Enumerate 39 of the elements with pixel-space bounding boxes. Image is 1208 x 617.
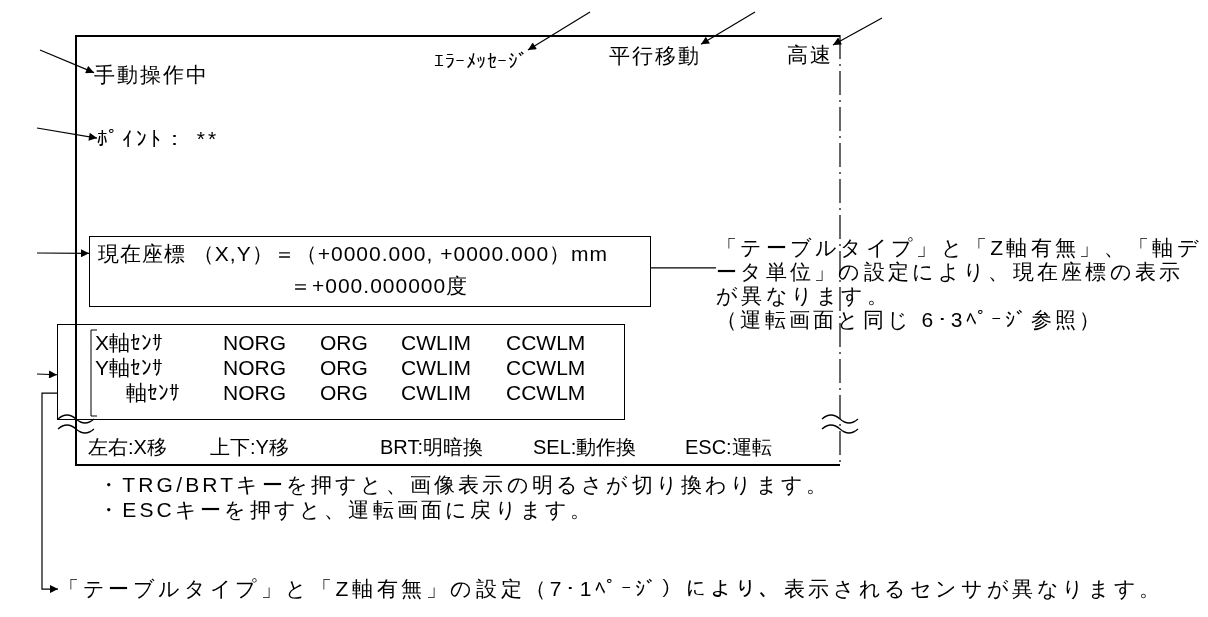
arrow: [36, 370, 58, 379]
sensor-name: 軸ｾﾝｻ: [126, 381, 180, 406]
status-text: 手動操作中: [94, 63, 209, 88]
sensor-status: NORG: [223, 356, 286, 381]
arrow: [39, 49, 95, 74]
coordinate-panel: [89, 236, 651, 307]
screen-text: ｴﾗｰﾒｯｾｰｼﾞ: [434, 50, 528, 73]
note-text: ・TRG/BRTキーを押すと、画像表示の明るさが切り換わります。: [98, 473, 831, 498]
arrow: [832, 17, 883, 46]
note-text: 「テーブルタイプ」と「Z軸有無」、「軸データ単位」の設定により、現在座標の表示が異なります。: [716, 236, 1203, 309]
sensor-panel: [57, 324, 625, 420]
sensor-status: CWLIM: [401, 381, 471, 406]
sensor-name: Y軸ｾﾝｻ: [95, 356, 163, 381]
sensor-status: NORG: [223, 331, 286, 356]
coordinate-text: 現在座標 （X,Y）＝（+0000.000, +0000.000）mm: [98, 242, 609, 267]
sensor-status: CWLIM: [401, 331, 471, 356]
sensor-status: ORG: [320, 381, 368, 406]
arrow: [36, 127, 98, 141]
leader-line: [650, 267, 717, 269]
arrow: [36, 249, 90, 258]
screen-text: 高速: [787, 43, 833, 68]
sensor-status: NORG: [223, 381, 286, 406]
sensor-status: CCWLM: [506, 356, 586, 381]
sensor-status: CCWLM: [506, 381, 586, 406]
screen-text: 平行移動: [609, 44, 701, 69]
reference-text: （運転画面と同じ 6･3ﾍﾟｰｼﾞ参照）: [716, 308, 1105, 333]
arrow: [41, 392, 59, 594]
sensor-status: CWLIM: [401, 356, 471, 381]
sensor-status: ORG: [320, 331, 368, 356]
screen-text: ﾎﾟｲﾝﾄ： **: [97, 127, 220, 152]
note-text: 「テーブルタイプ」と「Z軸有無」の設定（7･1ﾍﾟｰｼﾞ）により、表示されるセンサが異なります。: [58, 577, 1164, 602]
arrow: [700, 11, 756, 45]
arrow: [527, 11, 591, 51]
angle-text: ＝+000.000000度: [290, 274, 469, 299]
key-guide-text: ESC:運転: [685, 436, 772, 459]
sensor-status: ORG: [320, 356, 368, 381]
sensor-name: X軸ｾﾝｻ: [95, 331, 163, 356]
note-text: ・ESCキーを押すと、運転画面に戻ります。: [98, 498, 595, 523]
sensor-status: CCWLM: [506, 331, 586, 356]
